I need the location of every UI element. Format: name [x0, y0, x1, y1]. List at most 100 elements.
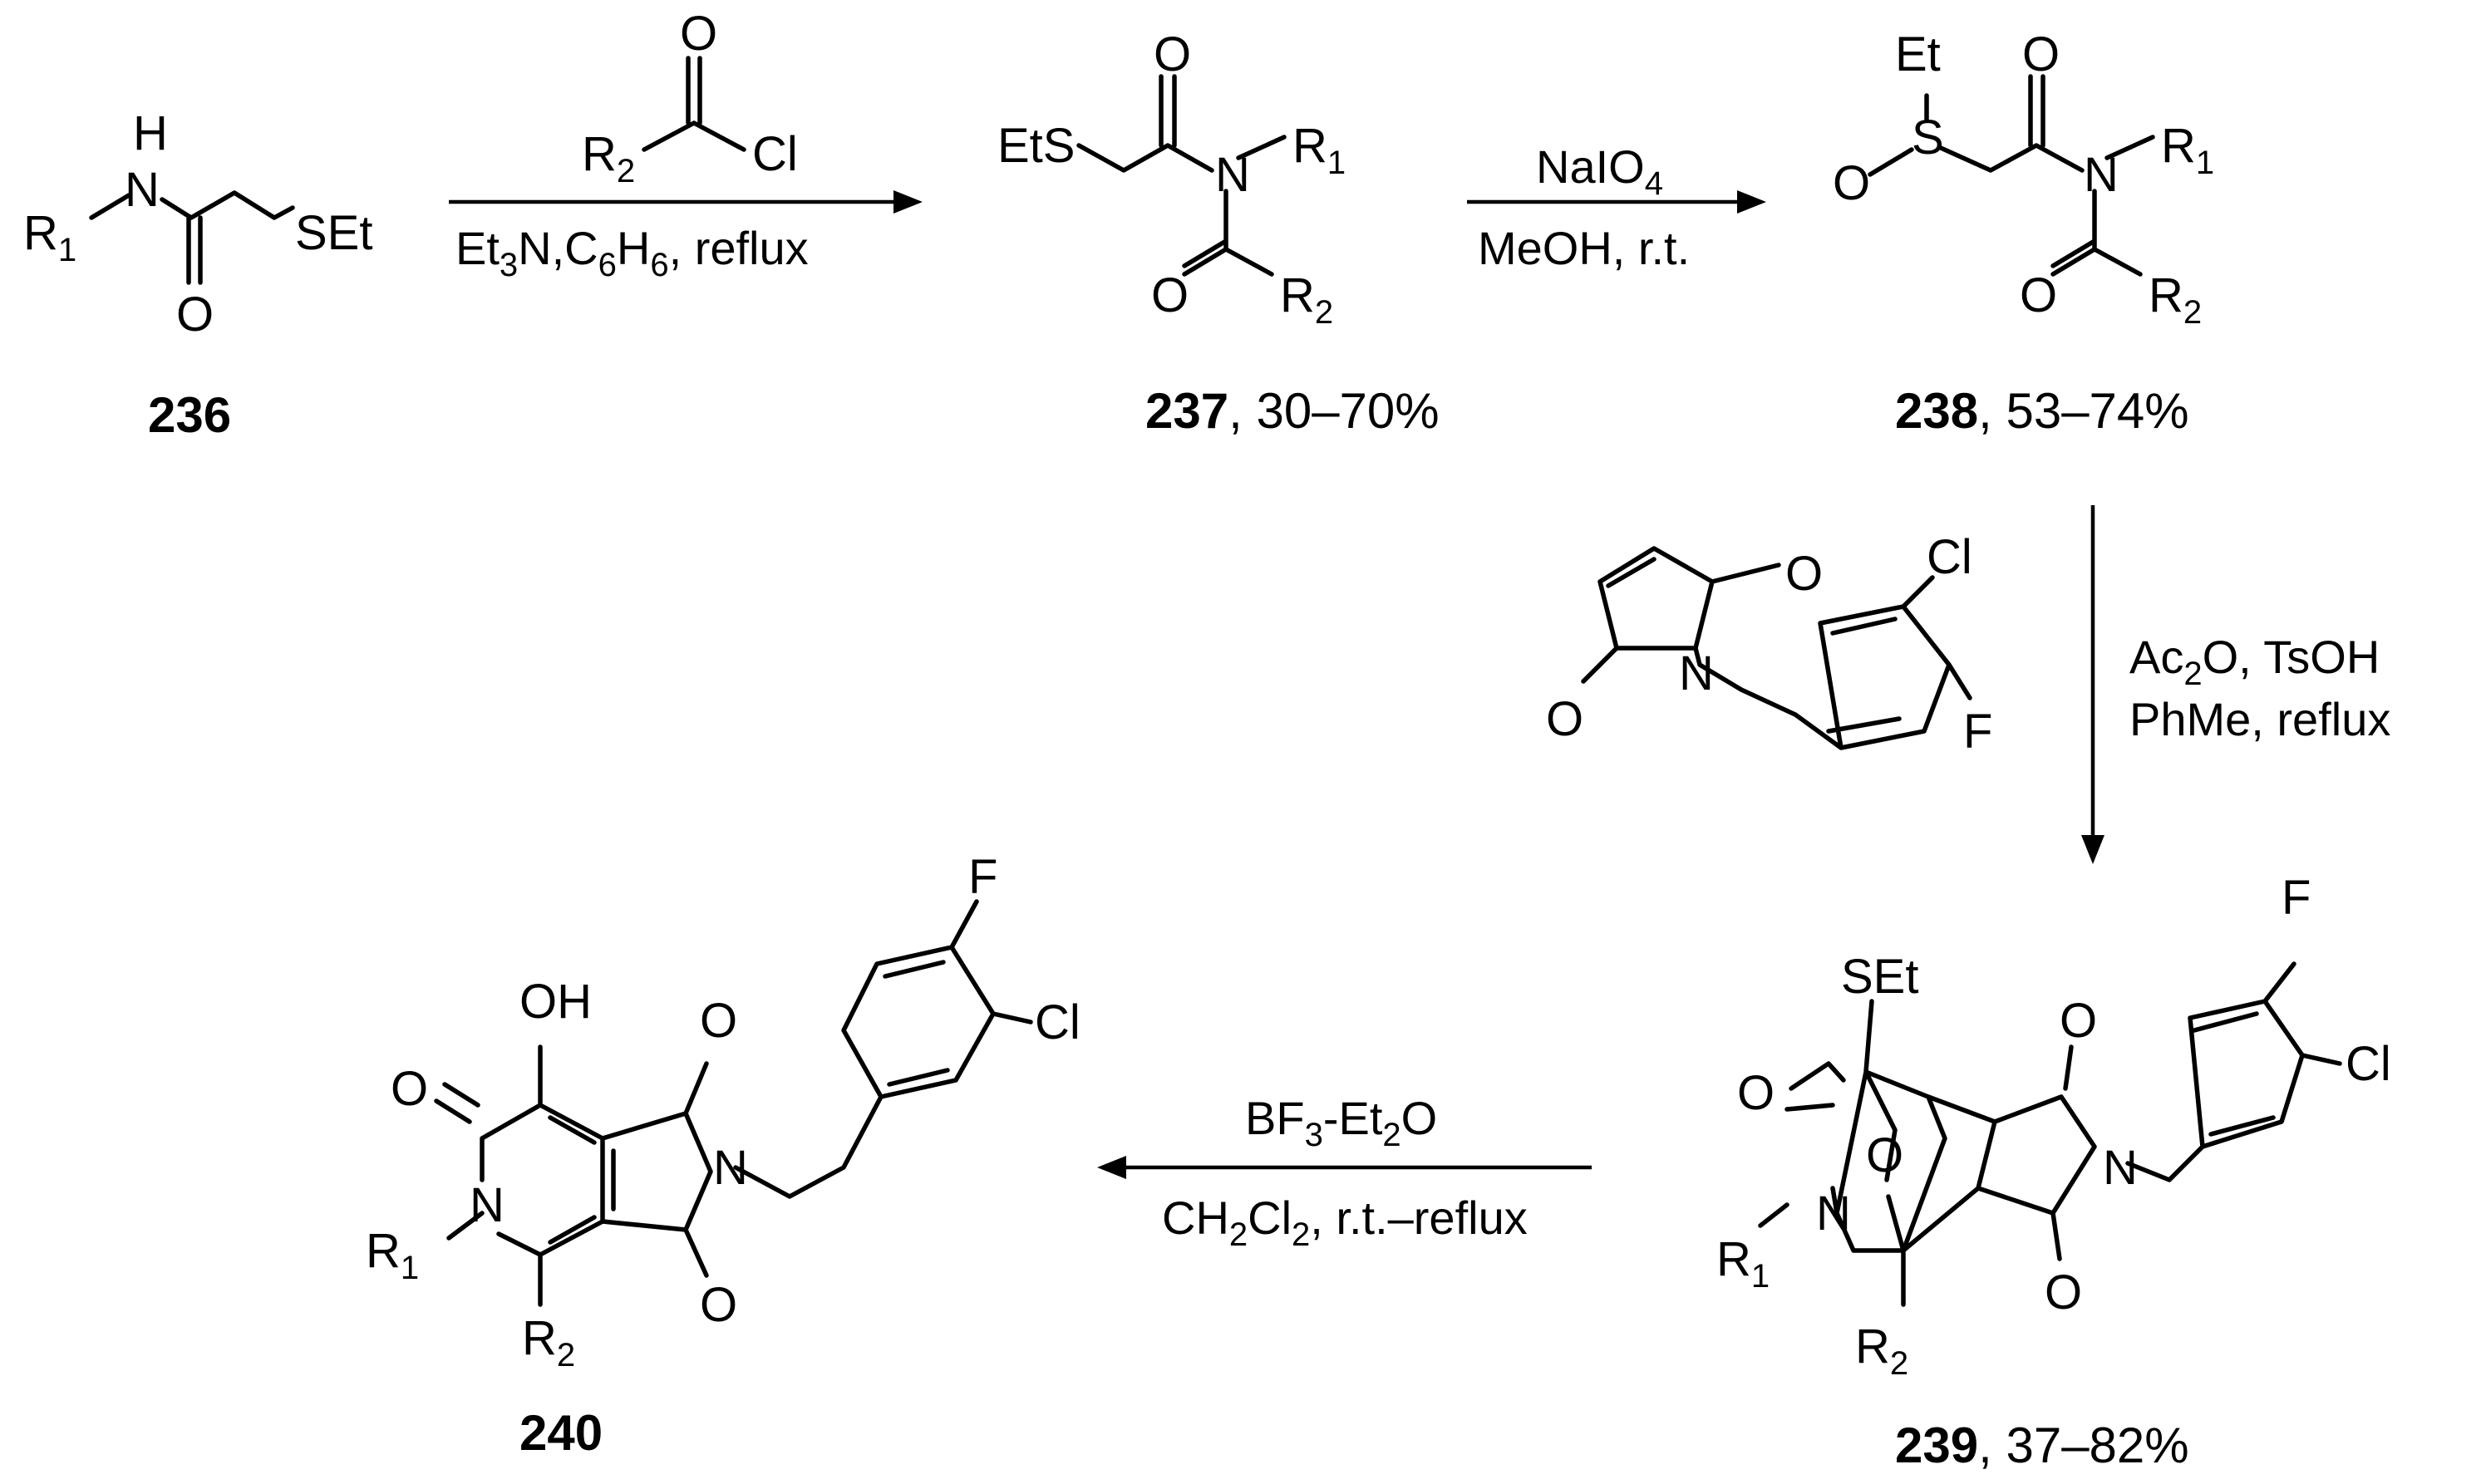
- atom-o: O: [1866, 1128, 1903, 1182]
- svg-text:BF3-Et2O: BF3-Et2O: [1245, 1092, 1437, 1153]
- svg-text:R1: R1: [1716, 1232, 1770, 1295]
- atom-r: R: [23, 206, 58, 260]
- sub-1: 1: [1327, 145, 1346, 181]
- atom-o: O: [680, 7, 717, 61]
- step3-conditions: PhMe, reflux: [2129, 693, 2390, 745]
- atom-o: O: [2045, 1265, 2082, 1319]
- sub-2: 2: [557, 1337, 575, 1373]
- atom-ets: EtS: [997, 119, 1076, 173]
- compound-239: SEt O O N R1 R2 O N O F Cl 239, 37–82%: [1716, 871, 2391, 1473]
- step4-reagent-b: -Et: [1323, 1092, 1383, 1144]
- atom-o: O: [1737, 1066, 1775, 1120]
- bonds-236: [89, 190, 295, 285]
- atom-s: S: [1912, 111, 1944, 165]
- atom-o: O: [700, 994, 737, 1048]
- atom-o: O: [1546, 692, 1583, 746]
- svg-text:R2: R2: [2149, 268, 2202, 331]
- step3-reagent-a: Ac: [2129, 631, 2183, 683]
- atom-o: O: [1785, 547, 1823, 601]
- compound-label-237: 237, 30–70%: [1145, 383, 1440, 439]
- step3-reagent-b: O, TsOH: [2203, 631, 2380, 683]
- sub-2: 2: [617, 153, 635, 189]
- step4-reagent-a: BF: [1245, 1092, 1305, 1144]
- atom-o: O: [176, 287, 214, 342]
- step4-reagent-c: O: [1401, 1092, 1438, 1144]
- compound-number-236: 236: [148, 387, 231, 443]
- step-3: Ac2O, TsOH PhMe, reflux: [2081, 505, 2390, 864]
- atom-o: O: [1151, 268, 1189, 322]
- atom-f: F: [1963, 705, 1992, 759]
- svg-text:R1: R1: [366, 1224, 419, 1286]
- atom-set: SEt: [295, 206, 373, 260]
- bonds-238: [1868, 74, 2155, 277]
- atom-r: R: [2161, 119, 2196, 173]
- sub-2: 2: [2183, 294, 2202, 331]
- svg-text:R2: R2: [1855, 1319, 1908, 1382]
- bonds-239: [1758, 961, 2342, 1307]
- atom-r: R: [2149, 268, 2183, 322]
- sub-4: 4: [1645, 165, 1663, 202]
- svg-text:R1: R1: [23, 206, 76, 268]
- atom-oh: OH: [519, 975, 592, 1029]
- arrow-1-head: [893, 190, 923, 214]
- svg-text:R2: R2: [582, 127, 635, 189]
- compound-number-240: 240: [519, 1405, 603, 1461]
- step2-conditions: MeOH, r.t.: [1478, 222, 1690, 274]
- bonds-maleimide: [1581, 546, 1972, 750]
- compound-236: R1 N H O SEt 236: [23, 106, 373, 443]
- sub-2: 2: [1890, 1345, 1908, 1382]
- atom-n: N: [713, 1141, 748, 1195]
- acyl-chloride-bonds: [642, 56, 746, 152]
- atom-cl: Cl: [2346, 1037, 2391, 1091]
- step4-conditions: CH2Cl2, r.t.–reflux: [1162, 1192, 1528, 1253]
- compound-label-239: 239, 37–82%: [1895, 1418, 2189, 1473]
- atom-r: R: [366, 1224, 401, 1278]
- atom-et: Et: [1895, 27, 1941, 81]
- sub-2: 2: [2183, 656, 2202, 692]
- arrow-2-head: [1737, 190, 1766, 214]
- atom-cl: Cl: [1927, 530, 1972, 584]
- sub-2: 2: [1382, 1117, 1400, 1153]
- sub-1: 1: [2196, 145, 2214, 181]
- svg-text:R2: R2: [1280, 268, 1333, 331]
- atom-n: N: [125, 163, 160, 217]
- step-2: NaIO4 MeOH, r.t.: [1467, 140, 1766, 274]
- atom-o: O: [391, 1062, 428, 1116]
- compound-237: EtS O N R1 O R2 237, 30–70%: [997, 27, 1440, 439]
- svg-text:Ac2O, TsOH: Ac2O, TsOH: [2129, 631, 2380, 692]
- atom-r: R: [1716, 1232, 1751, 1286]
- svg-text:R2: R2: [522, 1311, 575, 1373]
- atom-cl: Cl: [1035, 995, 1081, 1049]
- compound-238: Et S O O N R1 O R2 238, 53–74%: [1833, 27, 2214, 439]
- maleimide-reagent: O O N Cl F: [1546, 530, 1992, 759]
- atom-r: R: [1280, 268, 1315, 322]
- sub-1: 1: [1751, 1258, 1770, 1295]
- atom-o: O: [700, 1278, 737, 1332]
- sub-2: 2: [1315, 294, 1333, 331]
- bonds-240: [434, 899, 1033, 1307]
- svg-text:R1: R1: [1292, 119, 1346, 181]
- svg-text:NaIO4: NaIO4: [1536, 140, 1663, 202]
- atom-o: O: [2020, 268, 2057, 322]
- step-1: O R2 Cl Et3N,C6H6, reflux: [449, 7, 923, 283]
- atom-r: R: [522, 1311, 557, 1365]
- compound-240: OH O N R1 R2 O N O F Cl 240: [366, 850, 1081, 1461]
- atom-o: O: [2022, 27, 2060, 81]
- atom-cl: Cl: [752, 127, 798, 181]
- atom-n: N: [1679, 646, 1714, 700]
- atom-n: N: [470, 1178, 505, 1232]
- atom-n: N: [1816, 1187, 1851, 1241]
- atom-o: O: [1833, 156, 1870, 210]
- step-4: BF3-Et2O CH2Cl2, r.t.–reflux: [1097, 1092, 1592, 1253]
- atom-set: SEt: [1841, 950, 1919, 1004]
- atom-h: H: [133, 106, 168, 160]
- atom-r: R: [1292, 119, 1327, 173]
- atom-o: O: [2060, 994, 2097, 1048]
- step2-reagent: NaIO: [1536, 140, 1645, 193]
- atom-n: N: [2103, 1141, 2138, 1195]
- arrow-3-head: [2081, 835, 2104, 864]
- atom-f: F: [2282, 871, 2311, 925]
- bonds-237: [1076, 74, 1287, 277]
